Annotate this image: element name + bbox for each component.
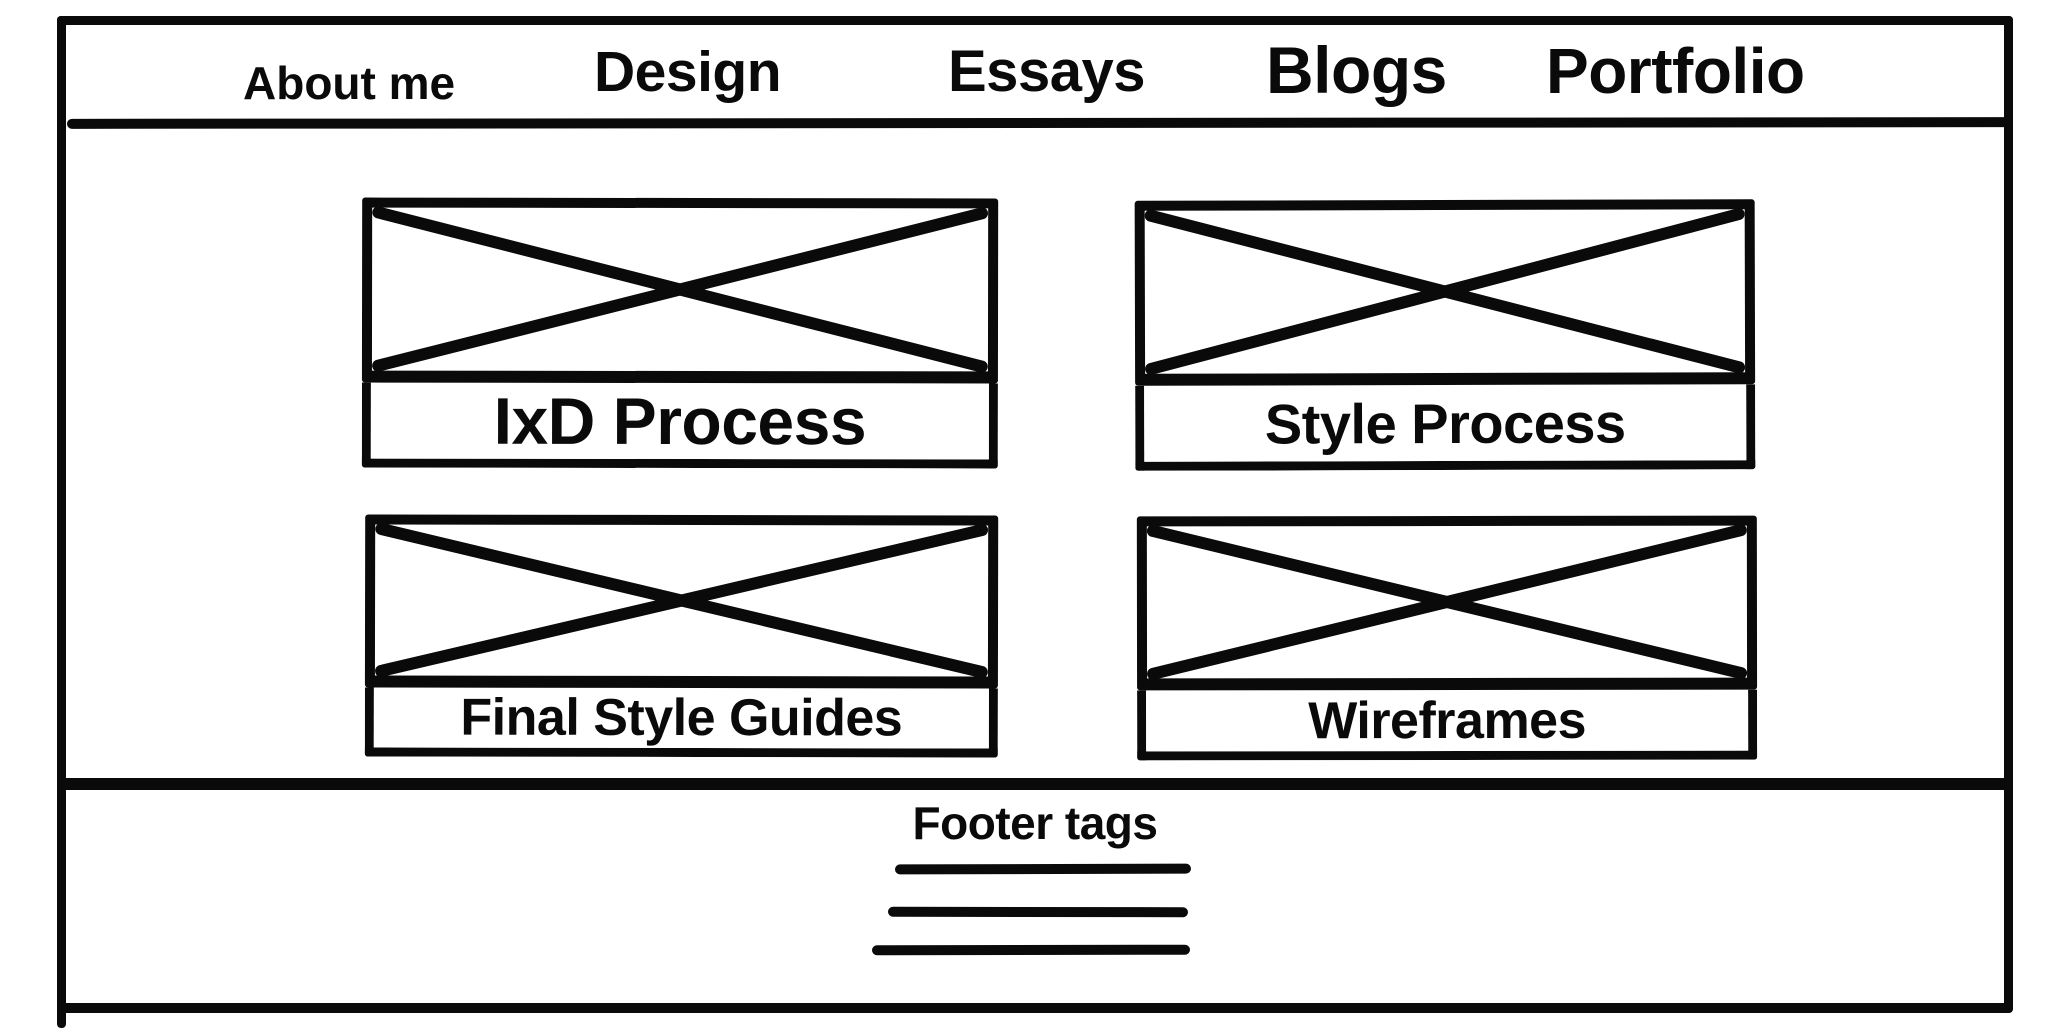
card-ixd-process[interactable]: IxD Process bbox=[361, 197, 999, 469]
image-placeholder bbox=[1134, 199, 1756, 386]
card-wireframes[interactable]: Wireframes bbox=[1136, 515, 1758, 761]
card-caption-text: Final Style Guides bbox=[460, 688, 903, 748]
card-caption-text: Wireframes bbox=[1308, 691, 1587, 750]
placeholder-x-icon bbox=[375, 523, 989, 678]
nav-item-about-me[interactable]: About me bbox=[243, 57, 456, 109]
placeholder-x-icon bbox=[1144, 208, 1746, 375]
card-caption: Style Process bbox=[1135, 384, 1756, 471]
page-border-top bbox=[57, 16, 2013, 25]
page-border-right bbox=[2004, 16, 2013, 1012]
footer-divider-line bbox=[57, 778, 2013, 790]
placeholder-x-icon bbox=[1146, 524, 1748, 680]
image-placeholder bbox=[1136, 515, 1758, 691]
nav-item-portfolio[interactable]: Portfolio bbox=[1546, 35, 1805, 107]
card-caption-text: IxD Process bbox=[493, 383, 867, 459]
footer-tag-line bbox=[871, 944, 1191, 956]
card-caption: Final Style Guides bbox=[364, 687, 998, 758]
footer-tags-title: Footer tags bbox=[912, 797, 1158, 849]
card-style-process[interactable]: Style Process bbox=[1134, 199, 1756, 471]
nav-item-design[interactable]: Design bbox=[594, 40, 782, 104]
top-navigation: About me Design Essays Blogs Portfolio bbox=[57, 16, 2013, 118]
card-caption: Wireframes bbox=[1137, 689, 1758, 761]
footer-tag-line bbox=[887, 906, 1189, 918]
placeholder-x-icon bbox=[372, 206, 989, 373]
card-final-style-guides[interactable]: Final Style Guides bbox=[364, 514, 999, 758]
image-placeholder bbox=[361, 197, 999, 384]
card-caption: IxD Process bbox=[361, 382, 998, 469]
image-placeholder bbox=[364, 514, 999, 689]
nav-item-essays[interactable]: Essays bbox=[948, 39, 1145, 104]
page-border-left bbox=[57, 16, 66, 1028]
footer-tag-line bbox=[894, 863, 1192, 875]
card-caption-text: Style Process bbox=[1264, 391, 1626, 455]
nav-item-blogs[interactable]: Blogs bbox=[1266, 33, 1447, 107]
nav-divider-line bbox=[66, 117, 2009, 129]
page-border-bottom bbox=[57, 1003, 2013, 1013]
